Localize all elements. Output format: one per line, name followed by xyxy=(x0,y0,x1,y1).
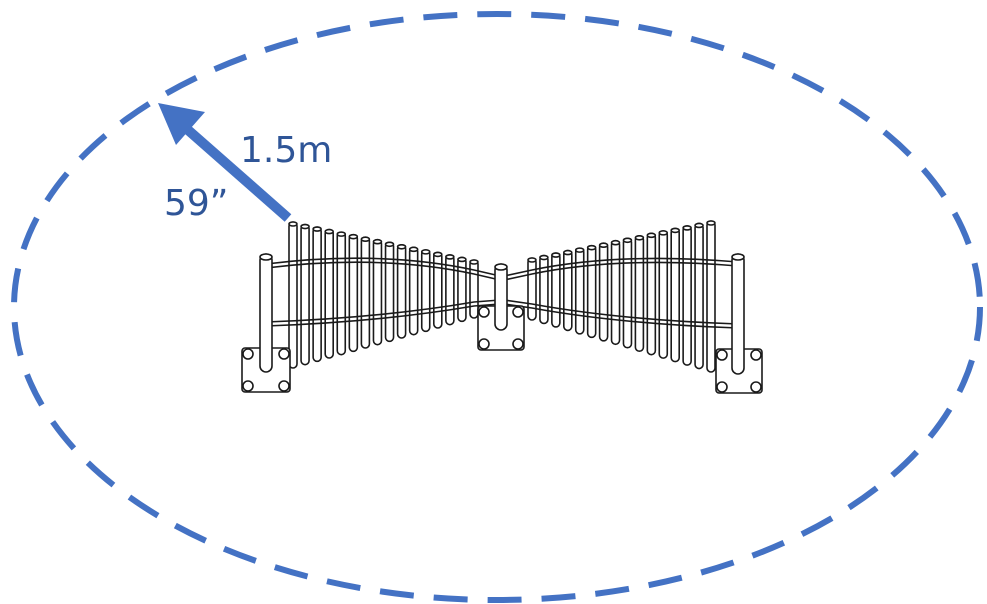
tube-right-3-cap xyxy=(682,225,692,231)
post-right xyxy=(731,253,745,375)
base-plate-left-bolt-3 xyxy=(242,380,254,392)
tube-right-8-cap xyxy=(622,237,633,244)
tube-right-1-cap xyxy=(706,220,716,226)
rail-right-bottom xyxy=(503,299,739,325)
tube-right-12-cap xyxy=(574,247,585,253)
support-posts xyxy=(241,253,763,394)
tube-left-1 xyxy=(288,221,298,369)
tube-right-4 xyxy=(670,227,681,363)
arrow-up-left-icon xyxy=(158,103,292,222)
tube-right-2-cap xyxy=(694,222,704,229)
dimension-label-metric: 1.5m xyxy=(240,130,332,171)
tube-left-1-cap xyxy=(288,221,298,227)
tube-right-11 xyxy=(586,244,597,339)
base-plate-left-bolt-2 xyxy=(278,348,290,360)
tube-right-15-cap xyxy=(539,254,549,261)
tube-left-11-cap xyxy=(408,246,419,253)
tube-left-13-cap xyxy=(432,251,443,258)
tube-left-3-cap xyxy=(312,226,322,232)
tube-right-14 xyxy=(551,252,561,328)
tube-left-14-cap xyxy=(445,254,455,260)
safety-zone-boundary xyxy=(11,11,983,603)
tube-left-9 xyxy=(384,241,395,343)
post-right-cap xyxy=(731,253,745,261)
tube-right-5 xyxy=(658,230,669,359)
base-plate-center-bolt-1 xyxy=(478,306,490,318)
base-plate-right-bolt-3 xyxy=(716,381,728,393)
base-plate-left-bolt-1 xyxy=(242,348,254,360)
tube-left-16-cap xyxy=(469,259,479,265)
tube-array-left xyxy=(288,221,479,369)
tube-right-6-cap xyxy=(646,232,657,239)
base-plate-right-bolt-2 xyxy=(750,349,762,361)
rail-left-top-inner xyxy=(265,261,501,281)
tube-right-1 xyxy=(706,220,716,373)
post-center-cap xyxy=(494,263,508,271)
tube-left-5 xyxy=(336,231,347,356)
tube-right-10 xyxy=(598,242,609,342)
tube-right-14-cap xyxy=(551,252,561,258)
tube-left-3 xyxy=(312,226,322,363)
tube-right-11-cap xyxy=(586,244,597,251)
tube-right-2 xyxy=(694,222,704,370)
tube-right-9 xyxy=(610,239,621,346)
tube-right-12 xyxy=(574,247,585,335)
tube-left-2-cap xyxy=(300,223,310,230)
tube-right-3 xyxy=(682,225,692,366)
rail-left-top xyxy=(265,257,501,277)
tube-left-6 xyxy=(348,233,359,353)
post-left xyxy=(259,253,273,373)
tube-left-8 xyxy=(372,238,383,346)
tube-left-7-cap xyxy=(360,236,371,242)
tube-right-8 xyxy=(622,237,633,349)
rail-right-bottom-inner xyxy=(503,303,739,329)
rail-left-bottom xyxy=(265,299,501,323)
tube-left-5-cap xyxy=(336,231,347,237)
tube-left-2 xyxy=(300,223,310,366)
rail-left-bottom-inner xyxy=(265,303,501,327)
tube-left-7 xyxy=(360,236,371,349)
support-frames xyxy=(265,257,739,329)
tube-right-16 xyxy=(527,257,537,321)
dimension-label-imperial: 59” xyxy=(164,183,228,224)
tube-right-16-cap xyxy=(527,257,537,263)
post-left-cap xyxy=(259,253,273,261)
tube-left-4 xyxy=(324,228,335,359)
tube-array-right xyxy=(527,220,716,373)
rail-right-top xyxy=(503,257,739,277)
tube-right-6 xyxy=(646,232,657,356)
tube-left-12-cap xyxy=(420,249,431,255)
rail-right-top-inner xyxy=(503,261,739,281)
tube-left-15-cap xyxy=(457,256,467,263)
base-plate-center-bolt-2 xyxy=(512,306,524,318)
tube-right-9-cap xyxy=(610,239,621,246)
base-plate-right-bolt-4 xyxy=(750,381,762,393)
tube-right-5-cap xyxy=(658,230,669,236)
tube-left-10-cap xyxy=(396,244,407,250)
tube-left-8-cap xyxy=(372,238,383,245)
tube-right-4-cap xyxy=(670,227,681,234)
play-equipment-drawing xyxy=(241,220,763,394)
base-plate-left-bolt-4 xyxy=(278,380,290,392)
tube-right-15 xyxy=(539,254,549,325)
base-plate-center-bolt-3 xyxy=(478,338,490,350)
base-plate-right-bolt-1 xyxy=(716,349,728,361)
tube-right-7 xyxy=(634,235,645,353)
tube-left-9-cap xyxy=(384,241,395,248)
tube-right-13-cap xyxy=(562,249,573,256)
tube-left-6-cap xyxy=(348,233,359,240)
base-plate-center-bolt-4 xyxy=(512,338,524,350)
tube-left-10 xyxy=(396,244,407,339)
post-center xyxy=(494,263,508,331)
tube-right-10-cap xyxy=(598,242,609,248)
tube-left-4-cap xyxy=(324,228,335,235)
tube-right-7-cap xyxy=(634,235,645,241)
tube-right-13 xyxy=(562,249,573,332)
